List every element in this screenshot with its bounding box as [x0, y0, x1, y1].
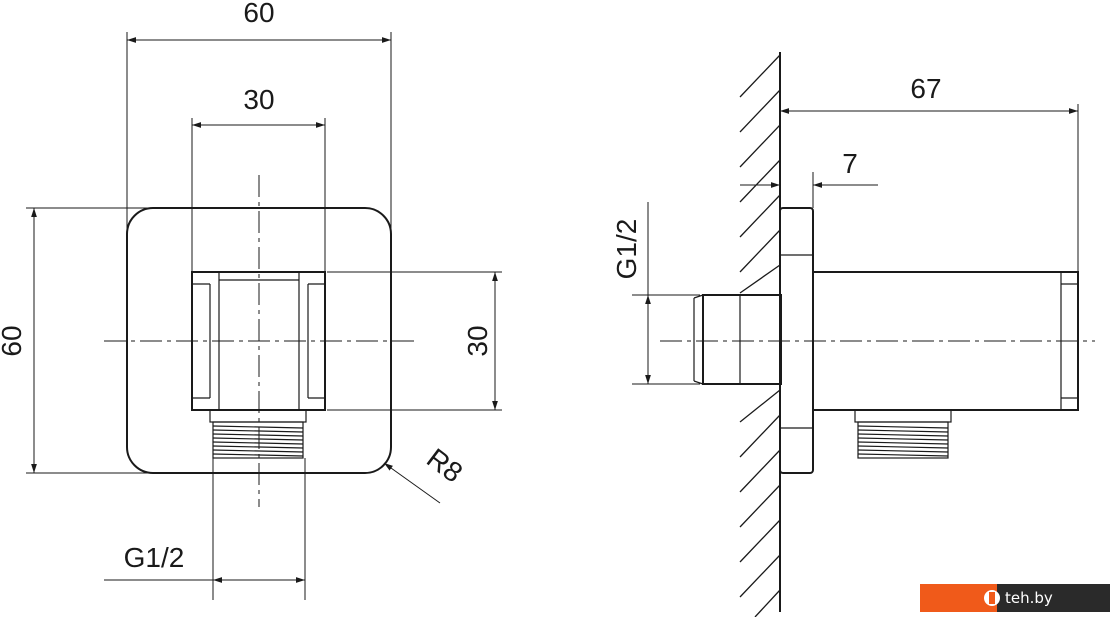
- dim-thread-side: G1/2: [611, 202, 700, 385]
- front-view: 60 30 60 30 R8: [0, 0, 502, 600]
- wall-hatching: [739, 52, 781, 617]
- dim-height-60: 60: [0, 207, 152, 474]
- watermark-badge: teh.by: [920, 584, 1110, 612]
- dim-thread-front-label: G1/2: [124, 542, 185, 573]
- dim-plate-7: 7: [740, 148, 878, 208]
- dim-height-label: 60: [0, 325, 27, 356]
- dim-thread-side-label: G1/2: [611, 219, 642, 280]
- dim-inner-height-30: 30: [327, 271, 502, 411]
- side-thread-nipple: [854, 409, 952, 459]
- dim-inner-height-label: 30: [462, 325, 493, 356]
- dim-plate-label: 7: [842, 148, 858, 179]
- dim-thread-front: G1/2: [104, 458, 306, 600]
- side-view: 67 7 G1/2: [611, 52, 1095, 617]
- dim-depth-67: 67: [780, 73, 1079, 272]
- thread-nipple: [209, 409, 307, 459]
- inlet-pipe: [693, 294, 782, 385]
- dim-radius-r8: R8: [383, 442, 468, 504]
- dim-depth-label: 67: [910, 73, 941, 104]
- dim-inner-width-30: 30: [191, 84, 326, 272]
- watermark-text: teh.by: [1005, 589, 1053, 607]
- dim-width-60: 60: [126, 0, 392, 232]
- dim-width-label: 60: [243, 0, 274, 28]
- dim-inner-width-label: 30: [243, 84, 274, 115]
- dim-radius-label: R8: [421, 442, 468, 488]
